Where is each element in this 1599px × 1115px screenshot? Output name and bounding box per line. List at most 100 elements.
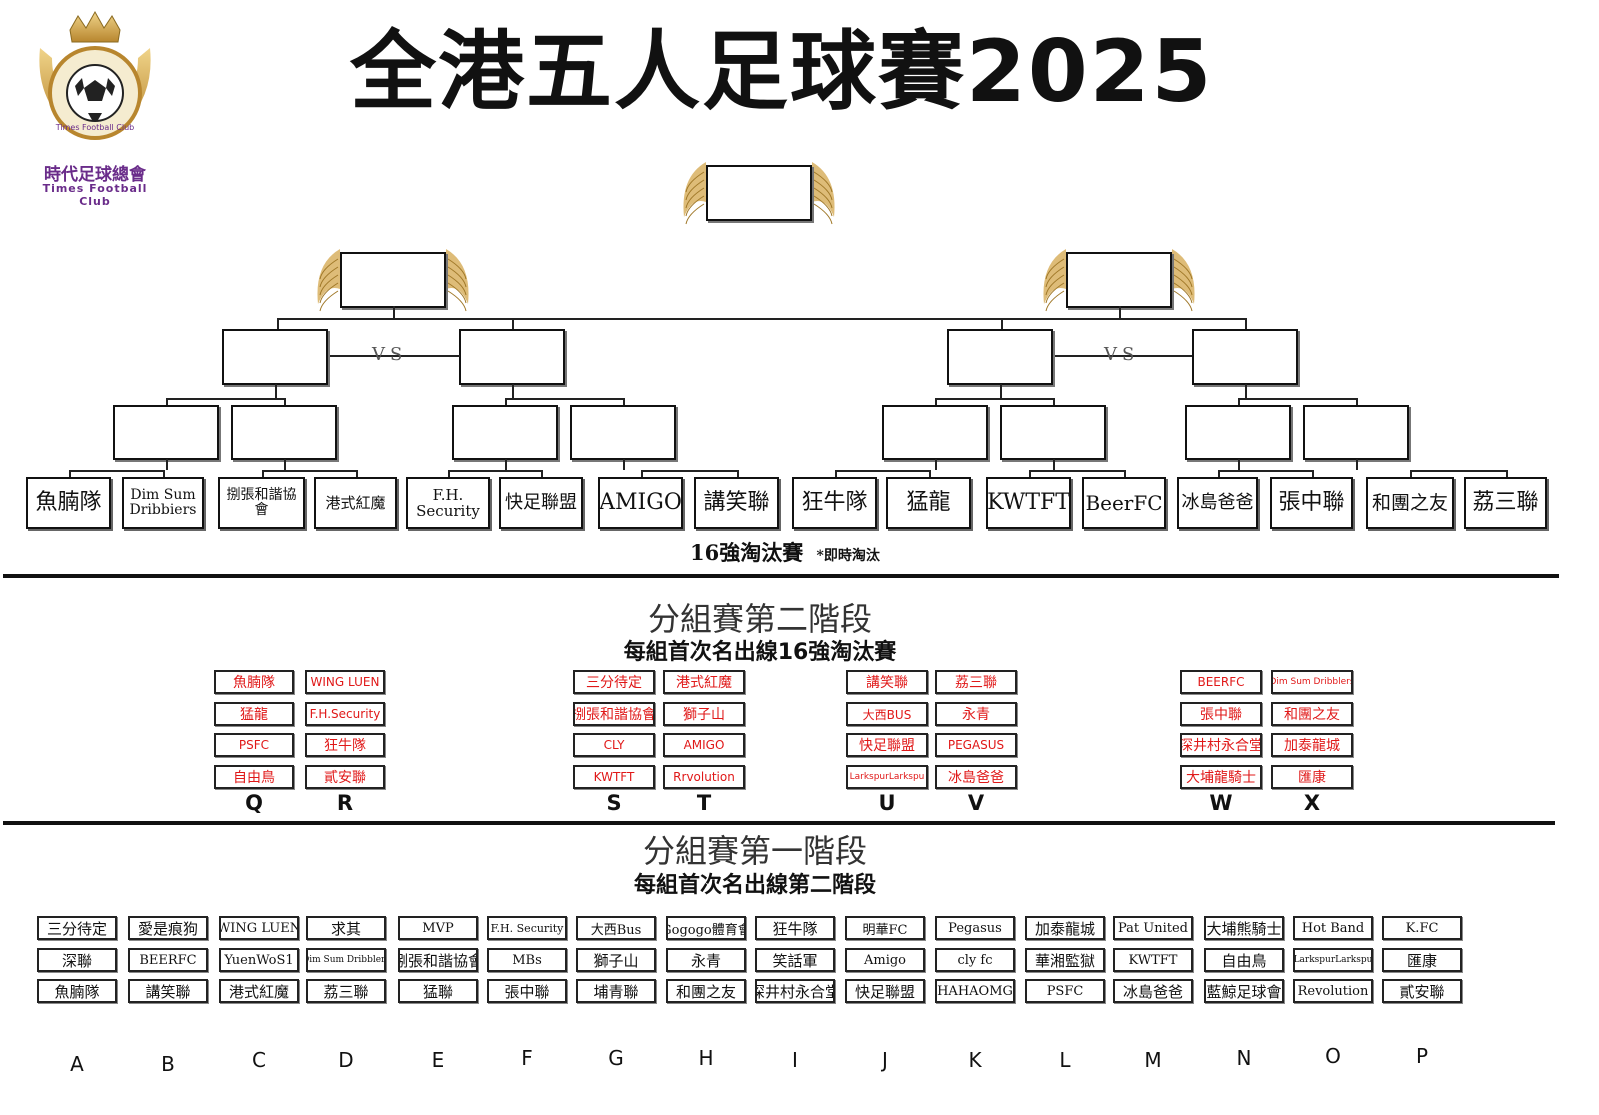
knockout-team: Dim Sum Dribbiers — [122, 477, 204, 529]
wing-right-icon — [1172, 249, 1195, 312]
stage1-team: 深聯 — [37, 948, 117, 972]
bracket-line — [1053, 459, 1055, 470]
stage1-team: YuenWoS1 — [219, 948, 299, 972]
stage1-team: 捌張和諧協會 — [398, 948, 478, 972]
knockout-team: 和團之友 — [1366, 477, 1454, 529]
knockout-team: KWTFT — [986, 477, 1071, 529]
stage2-group-label: R — [336, 791, 354, 815]
semi-slot-right — [1066, 252, 1172, 308]
stage2-group-label: X — [1303, 791, 1321, 815]
stage1-team: 三分待定 — [37, 916, 117, 940]
section-divider — [3, 821, 1555, 825]
bracket-line — [505, 398, 625, 400]
bracket-line — [284, 398, 286, 406]
stage1-team: Hot Band — [1293, 916, 1373, 940]
round8-slot — [1185, 405, 1291, 460]
stage1-group-label: L — [1059, 1048, 1071, 1072]
stage1-team: 獅子山 — [576, 948, 656, 972]
stage2-team: 快足聯盟 — [846, 733, 928, 757]
svg-text:Times Football Club: Times Football Club — [55, 123, 134, 132]
bracket-line — [68, 470, 71, 478]
bracket-line — [275, 384, 277, 398]
bracket-line — [1410, 470, 1508, 472]
stage2-team: Dim Sum Dribblers — [1271, 670, 1353, 694]
bracket-line — [277, 318, 1245, 320]
stage2-team: Rrvolution — [663, 765, 745, 789]
bracket-line — [68, 470, 165, 472]
stage2-team: 荔三聯 — [935, 670, 1017, 694]
knockout-team: 張中聯 — [1270, 477, 1353, 529]
stage2-team: 自由鳥 — [214, 765, 294, 789]
bracket-line — [284, 459, 286, 470]
stage1-group-label: C — [252, 1048, 266, 1072]
stage1-team: 狂牛隊 — [755, 916, 835, 940]
stage1-team: MVP — [398, 916, 478, 940]
stage1-team: 笑話軍 — [755, 948, 835, 972]
bracket-line — [166, 459, 168, 470]
stage1-group-label: A — [70, 1052, 84, 1076]
stage1-team: 大西Bus — [576, 916, 656, 940]
stage1-team: 猛聯 — [398, 979, 478, 1003]
bracket-line — [1124, 470, 1126, 478]
bracket-line — [1028, 470, 1126, 472]
bracket-line — [834, 470, 837, 478]
bracket-line — [640, 470, 643, 478]
stage2-team: 和團之友 — [1271, 702, 1353, 726]
bracket-line — [1000, 384, 1002, 398]
stage1-group-label: E — [431, 1048, 445, 1072]
stage2-team: KWTFT — [573, 765, 655, 789]
stage1-group-label: J — [882, 1048, 888, 1072]
bracket-line — [505, 398, 507, 406]
stage1-team: 港式紅魔 — [219, 979, 299, 1003]
round8-slot — [231, 405, 337, 460]
stage2-team: 講笑聯 — [846, 670, 928, 694]
stage1-team: 大埔熊騎士 — [1204, 916, 1284, 940]
bracket-line — [1311, 470, 1314, 478]
round8-slot — [452, 405, 558, 460]
wing-left-icon — [317, 249, 340, 312]
stage1-team: 深井村永合堂 — [755, 979, 835, 1003]
round8-slot — [882, 405, 988, 460]
stage1-team: 求其 — [306, 916, 386, 940]
stage2-group-label: W — [1209, 791, 1233, 815]
round8-slot — [570, 405, 676, 460]
bracket-line — [1001, 318, 1003, 330]
stage2-team: 猛龍 — [214, 702, 294, 726]
knockout-team: 快足聯盟 — [499, 477, 583, 529]
stage1-group-label: N — [1236, 1046, 1252, 1070]
knockout-team: F.H. Security — [406, 477, 490, 529]
stage1-team: 愛是痕狗 — [128, 916, 208, 940]
semi-slot-left — [340, 252, 446, 308]
stage1-team: 埔青聯 — [576, 979, 656, 1003]
stage1-subtitle: 每組首次名出線第二階段 — [633, 873, 876, 898]
stage2-group-label: S — [606, 791, 622, 815]
bracket-line — [355, 470, 358, 478]
stage1-team: 張中聯 — [487, 979, 567, 1003]
bracket-line — [261, 470, 358, 472]
bracket-line — [640, 470, 739, 472]
knockout-team: AMIGO — [598, 477, 683, 529]
stage1-team: 加泰龍城 — [1025, 916, 1105, 940]
stage1-group-label: H — [698, 1046, 714, 1070]
stage2-group-label: Q — [245, 791, 263, 815]
bracket-line — [1055, 355, 1192, 357]
bracket-line — [1238, 459, 1240, 470]
bracket-line — [448, 470, 543, 472]
round8-slot — [1303, 405, 1409, 460]
bracket-line — [935, 398, 1055, 400]
knockout-title: 16強淘汰賽 — [690, 540, 804, 565]
stage2-title: 分組賽第二階段 — [647, 600, 872, 638]
vs-label-left: VS — [372, 344, 408, 365]
stage2-team: 狂牛隊 — [305, 733, 385, 757]
stage1-title: 分組賽第一階段 — [642, 832, 867, 870]
stage1-team: Pat United — [1113, 916, 1193, 940]
stage2-team: 匯康 — [1271, 765, 1353, 789]
wing-right-icon — [812, 162, 835, 225]
stage1-group-label: K — [968, 1048, 982, 1072]
bracket-line — [1245, 384, 1247, 398]
stage1-team: WING LUEN — [219, 916, 299, 940]
stage1-team: 貳安聯 — [1382, 979, 1462, 1003]
knockout-team: 荔三聯 — [1464, 477, 1547, 529]
stage1-team: 匯康 — [1382, 948, 1462, 972]
final-slot — [706, 165, 812, 221]
